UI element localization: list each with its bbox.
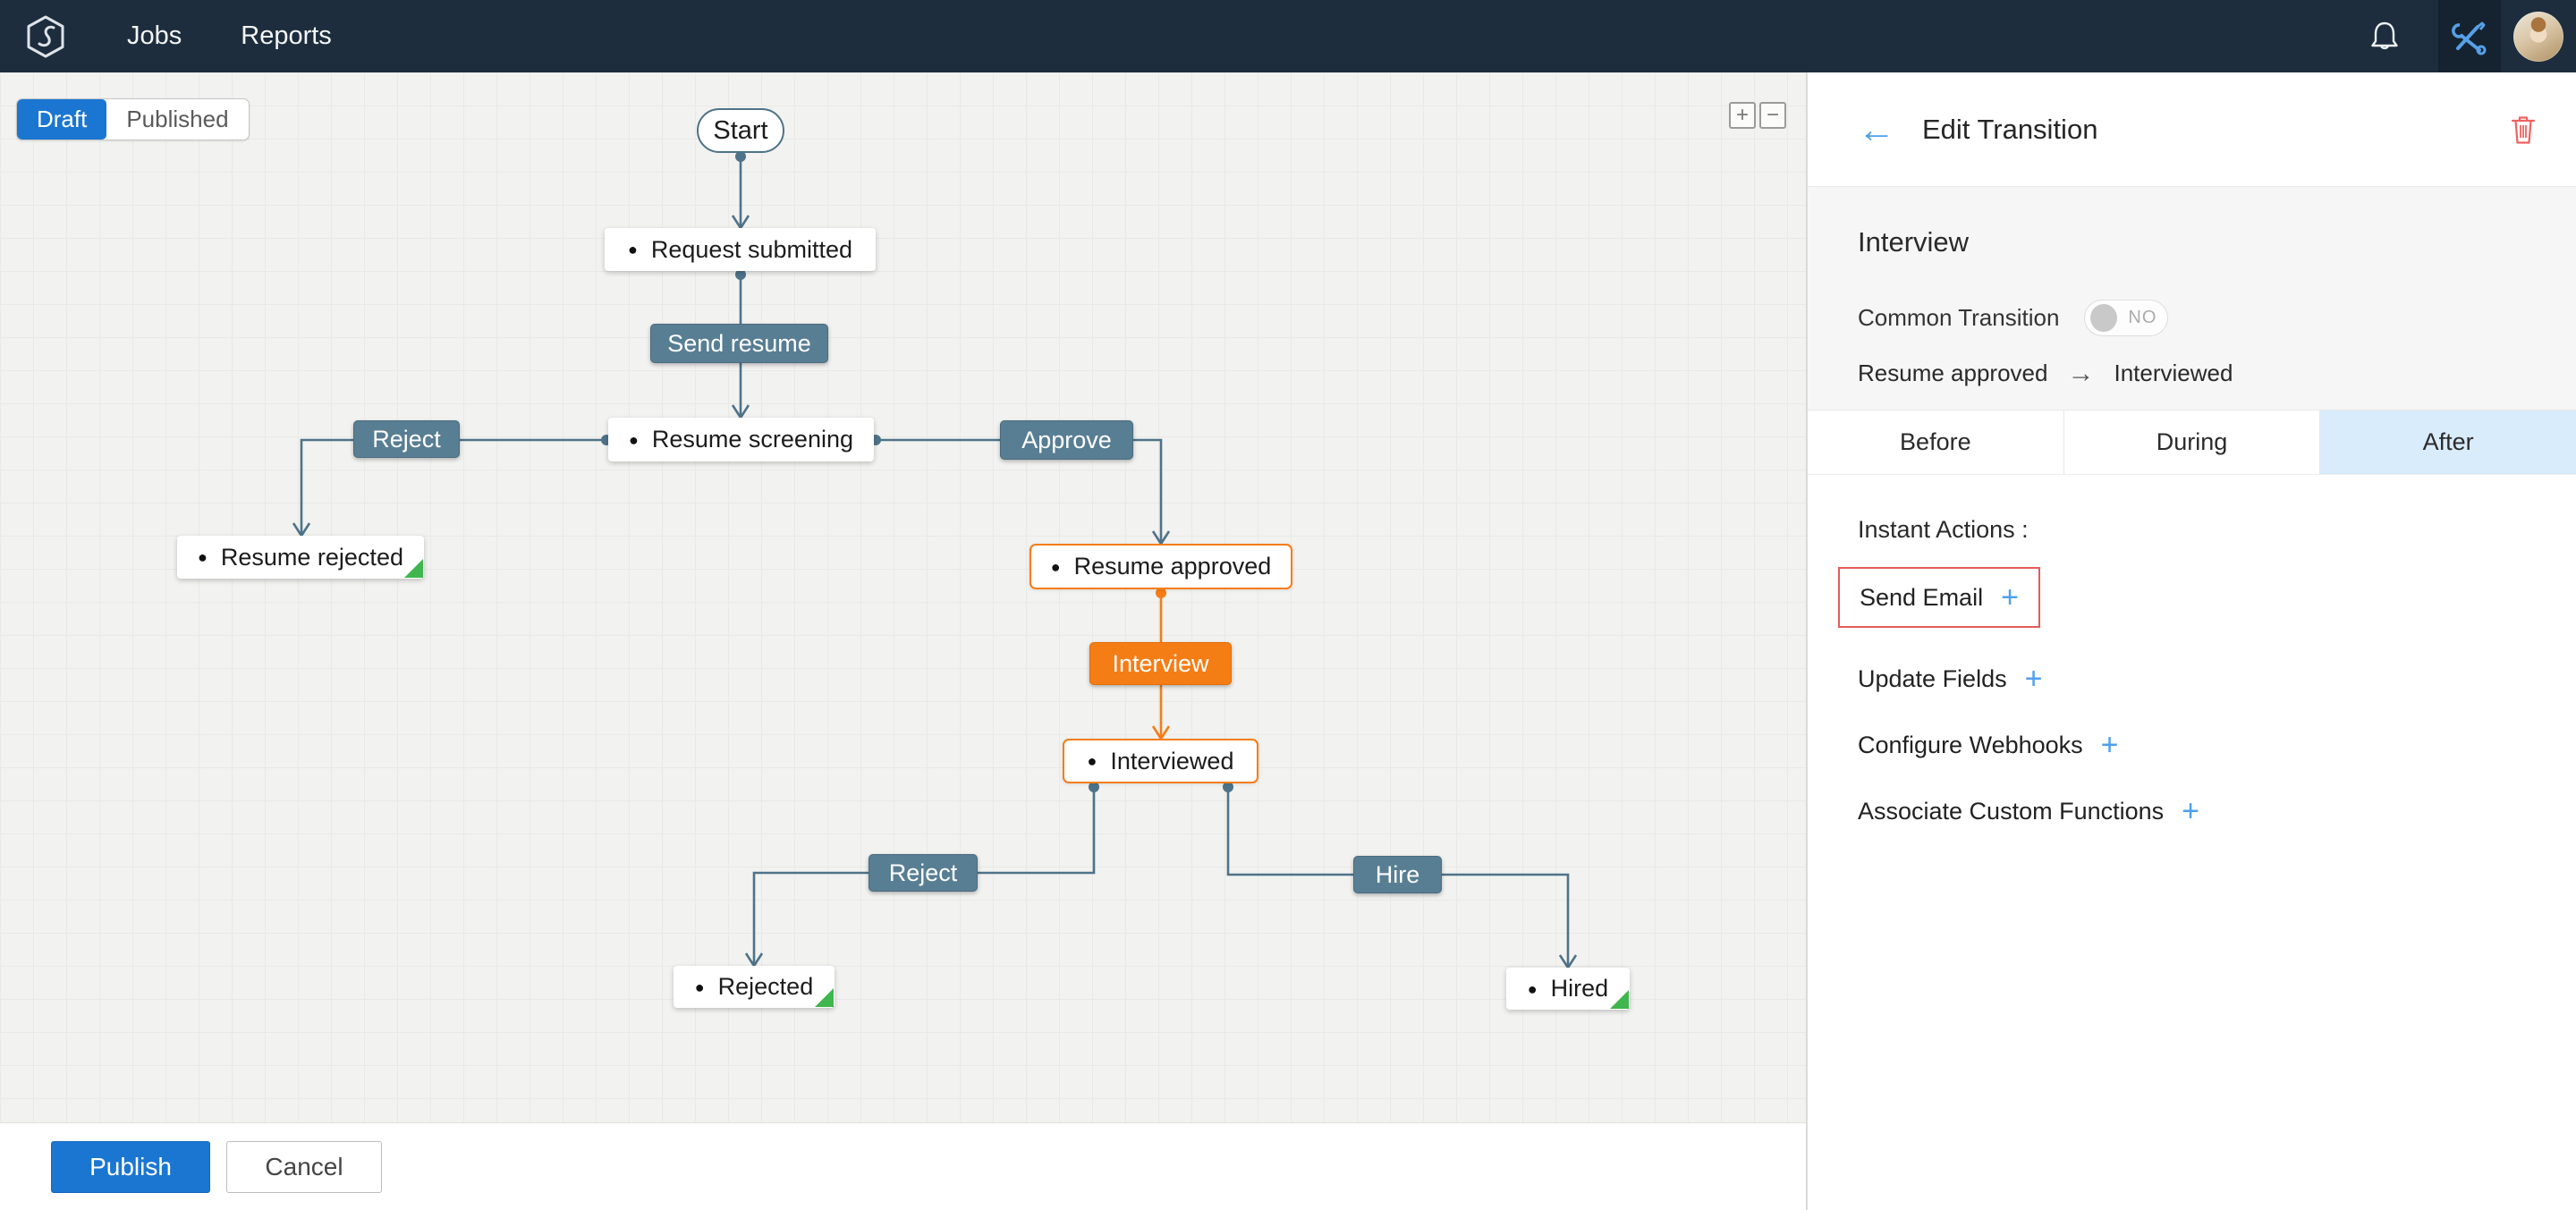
transition-route: Resume approved → Interviewed (1858, 360, 2526, 387)
node-resume-rejected[interactable]: ● Resume rejected (177, 536, 424, 579)
add-associate-custom-functions-icon[interactable]: + (2182, 794, 2199, 828)
toggle-value: NO (2128, 308, 2157, 327)
state-bullet-icon: ● (628, 241, 638, 258)
nav-item-reports[interactable]: Reports (241, 21, 332, 50)
node-label: Resume screening (651, 426, 853, 453)
state-bullet-icon: ● (198, 548, 208, 566)
node-label: Hired (1550, 975, 1609, 1002)
state-bullet-icon: ● (694, 977, 705, 996)
node-label: Approve (1021, 426, 1112, 453)
action-send-email[interactable]: Send Email + (1838, 567, 2040, 628)
add-send-email-icon[interactable]: + (2001, 580, 2019, 614)
node-label: Send resume (667, 329, 811, 357)
action-configure-webhooks[interactable]: Configure Webhooks + (1858, 728, 2119, 762)
edit-transition-panel: ← Edit Transition Interview Common Trans… (1807, 72, 2576, 1210)
node-rejected[interactable]: ● Rejected (674, 966, 835, 1008)
completed-corner-icon (1610, 990, 1629, 1009)
common-transition-toggle[interactable]: NO (2084, 300, 2169, 336)
node-interviewed[interactable]: ● Interviewed (1063, 739, 1258, 783)
action-associate-custom-functions[interactable]: Associate Custom Functions + (1858, 794, 2199, 828)
nav-item-jobs[interactable]: Jobs (127, 21, 182, 50)
add-update-fields-icon[interactable]: + (2024, 662, 2043, 696)
common-transition-label: Common Transition (1858, 304, 2060, 331)
zoom-out-button[interactable]: − (1759, 102, 1786, 129)
toggle-option-draft[interactable]: Draft (17, 99, 107, 140)
toggle-option-published[interactable]: Published (126, 106, 229, 132)
node-label: Hire (1375, 860, 1420, 888)
node-label: Request submitted (650, 235, 852, 263)
route-from-state: Resume approved (1858, 360, 2048, 386)
publish-button[interactable]: Publish (51, 1140, 210, 1193)
navbar-left: Jobs Reports (0, 14, 362, 59)
send-email-highlight: Send Email + (1838, 567, 2526, 628)
instant-actions-label: Instant Actions : (1858, 516, 2029, 543)
node-start[interactable]: Start (697, 108, 784, 153)
route-to-state: Interviewed (2114, 360, 2233, 386)
panel-title: Edit Transition (1922, 113, 2098, 145)
back-arrow-icon[interactable]: ← (1858, 107, 1895, 150)
transition-name: Interview (1858, 226, 1970, 258)
node-label: Start (713, 115, 768, 145)
tab-before[interactable]: Before (1808, 410, 2064, 474)
canvas-zoom-controls: + − (1729, 102, 1786, 129)
node-resume-approved[interactable]: ● Resume approved (1030, 544, 1292, 589)
app-logo-icon[interactable] (25, 14, 66, 59)
navbar-right (2367, 0, 2576, 72)
state-bullet-icon: ● (629, 430, 639, 449)
node-label: Interview (1112, 649, 1209, 677)
node-request-submitted[interactable]: ● Request submitted (605, 228, 876, 271)
zoom-in-button[interactable]: + (1729, 102, 1756, 129)
connector-lines (292, 151, 1578, 969)
completed-corner-icon (815, 988, 834, 1007)
route-arrow-icon: → (2067, 358, 2095, 388)
completed-corner-icon (404, 559, 423, 578)
tab-after[interactable]: After (2320, 410, 2576, 474)
top-navbar: Jobs Reports (0, 0, 2576, 72)
setup-tools-icon[interactable] (2438, 0, 2501, 72)
node-label: Reject (888, 859, 958, 886)
instant-actions-section: Instant Actions : Send Email + Update Fi… (1808, 475, 2576, 867)
node-reject-interview[interactable]: Reject (869, 854, 978, 892)
node-label: Interviewed (1110, 747, 1234, 774)
node-interview[interactable]: Interview (1089, 642, 1232, 685)
add-configure-webhooks-icon[interactable]: + (2100, 728, 2119, 762)
transition-info-section: Interview Common Transition NO Resume ap… (1808, 186, 2576, 410)
action-update-fields[interactable]: Update Fields + (1858, 662, 2043, 696)
toggle-knob (2090, 304, 2118, 332)
node-label: Rejected (717, 973, 814, 1000)
node-hire[interactable]: Hire (1353, 856, 1442, 893)
state-bullet-icon: ● (1527, 979, 1538, 998)
node-resume-screening[interactable]: ● Resume screening (608, 418, 874, 461)
node-approve[interactable]: Approve (1000, 420, 1133, 460)
user-avatar[interactable] (2513, 11, 2563, 62)
node-label: Reject (372, 425, 441, 453)
delete-transition-icon[interactable] (2510, 114, 2537, 146)
common-transition-row: Common Transition NO (1858, 300, 2526, 336)
notifications-bell-icon[interactable] (2367, 18, 2402, 55)
tab-during[interactable]: During (2063, 410, 2321, 474)
state-bullet-icon: ● (1050, 557, 1061, 576)
node-label: Resume rejected (220, 543, 403, 571)
panel-header: ← Edit Transition (1808, 72, 2576, 186)
canvas-footer: Publish Cancel (0, 1123, 1807, 1210)
node-send-resume[interactable]: Send resume (650, 324, 828, 363)
node-reject-screening[interactable]: Reject (353, 420, 460, 458)
state-bullet-icon: ● (1087, 752, 1097, 770)
cancel-button[interactable]: Cancel (226, 1140, 382, 1193)
node-hired[interactable]: ● Hired (1506, 968, 1630, 1010)
draft-published-toggle: Draft Published (16, 98, 250, 140)
timing-tabs: Before During After (1808, 410, 2576, 475)
node-label: Resume approved (1073, 553, 1272, 580)
